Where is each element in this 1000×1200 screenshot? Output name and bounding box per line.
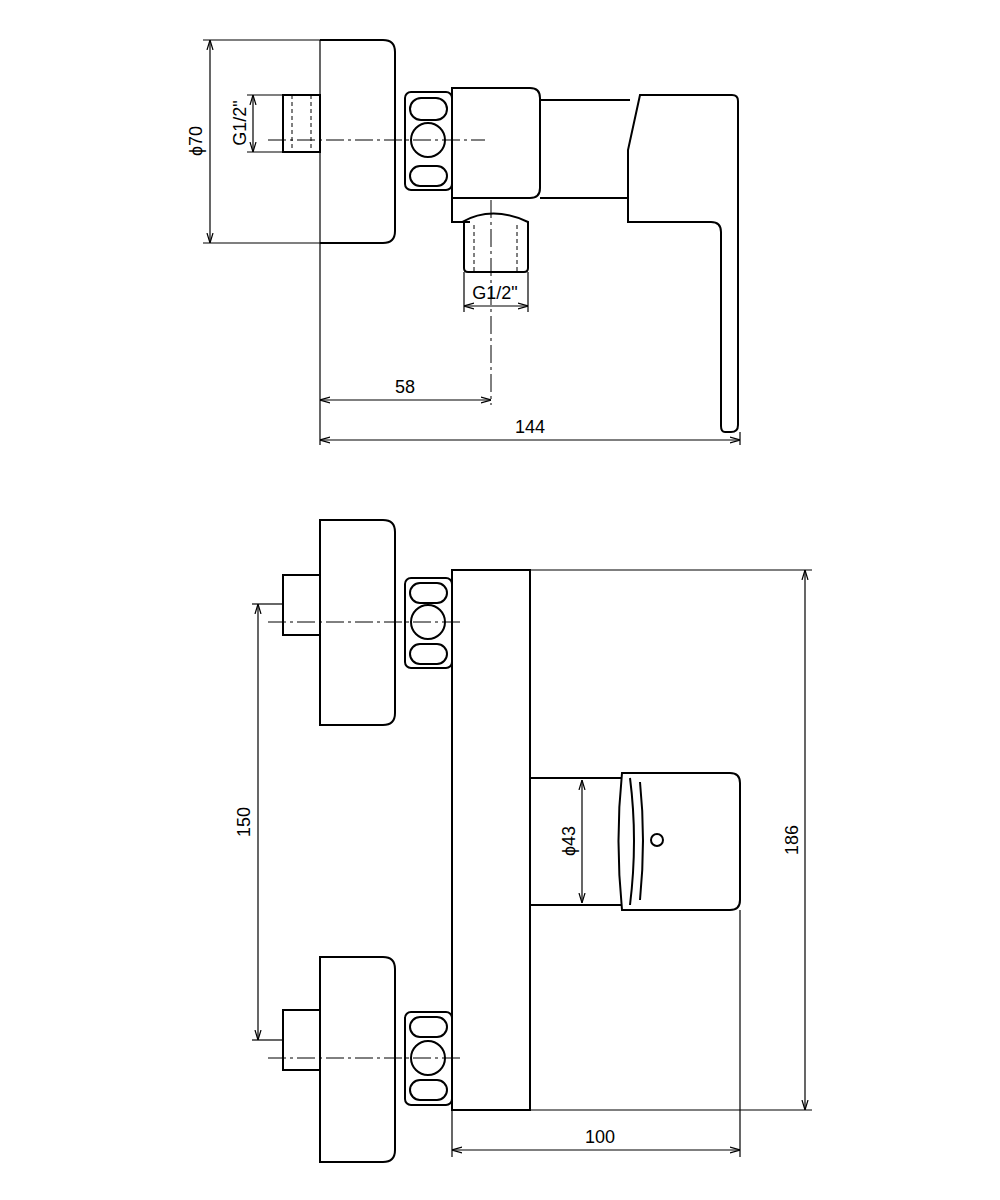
dimension-label: 58 (393, 377, 417, 397)
front-view (252, 520, 812, 1162)
dimension-label: 186 (782, 823, 802, 857)
dimension-label: 100 (583, 1127, 617, 1147)
dimension-label: 150 (234, 805, 254, 839)
dimension-label: G1/2" (230, 98, 250, 147)
dimension-label: G1/2" (470, 283, 519, 303)
side-view (203, 40, 740, 445)
dimension-label: 144 (513, 417, 547, 437)
dimension-label: ϕ43 (559, 824, 579, 858)
dimension-label: ϕ70 (186, 124, 206, 158)
